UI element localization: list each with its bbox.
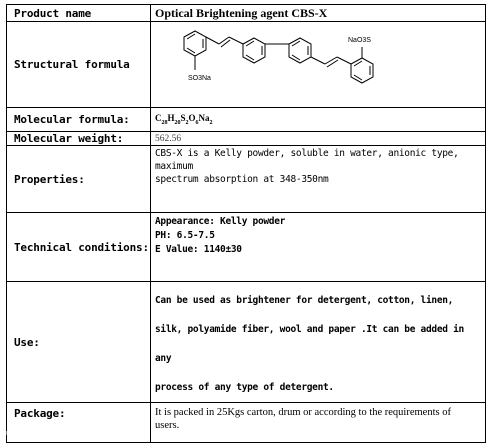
use-line-3: process of any type of detergent. [155,382,334,393]
row-formula: Molecular formula: C28H20S2O6Na2 [6,107,486,132]
row-weight: Molecular weight: 562.56 [6,131,486,146]
properties-label: Properties: [6,145,151,213]
package-value: It is packed in 25Kgs carton, drum or ac… [150,402,486,443]
product-name-value: Optical Brightening agent CBS-X [150,4,486,22]
e-value-line: E Value: 1140±30 [155,244,242,255]
row-use: Use: Can be used as brightener for deter… [6,281,486,403]
use-line-2: silk, polyamide fiber, wool and paper .I… [155,324,464,364]
product-name-label: Product name [6,4,151,22]
structural-formula-cell: SO3Na NaO3S [150,21,486,108]
row-properties: Properties: CBS-X is a Kelly powder, sol… [6,145,486,213]
properties-value: CBS-X is a Kelly powder, soluble in wate… [150,145,486,213]
row-structure: Structural formula [6,21,486,108]
sulfonate-group-bottom: SO3Na [188,75,211,82]
molecular-weight-value: 562.56 [150,131,486,146]
use-label: Use: [6,281,151,403]
row-product: Product name Optical Brightening agent C… [6,4,486,22]
row-package: Package: It is packed in 25Kgs carton, d… [6,402,486,443]
spec-table: Product name Optical Brightening agent C… [6,4,486,443]
technical-conditions-label: Technical conditions: [6,212,151,282]
properties-line-2: spectrum absorption at 348-350nm [155,174,329,185]
package-label: Package: [6,402,151,443]
use-value: Can be used as brightener for detergent,… [150,281,486,403]
molecular-formula-label: Molecular formula: [6,107,151,132]
properties-line-1: CBS-X is a Kelly powder, soluble in wate… [155,148,459,172]
molecular-formula-value: C28H20S2O6Na2 [150,107,486,132]
package-line-1: It is packed in 25Kgs carton, drum or ac… [155,407,451,418]
ph-line: PH: 6.5-7.5 [155,230,215,241]
use-line-1: Can be used as brightener for detergent,… [155,295,454,306]
package-line-2: users. [155,420,180,431]
appearance-line: Appearance: Kelly powder [155,216,286,227]
sulfonate-group-top: NaO3S [348,37,371,44]
row-technical: Technical conditions: Appearance: Kelly … [6,212,486,282]
molecular-weight-label: Molecular weight: [6,131,151,146]
structural-formula-diagram: SO3Na NaO3S [183,30,374,84]
structural-formula-label: Structural formula [6,21,151,108]
technical-conditions-value: Appearance: Kelly powder PH: 6.5-7.5 E V… [150,212,486,282]
page-edge-mark [6,431,10,435]
